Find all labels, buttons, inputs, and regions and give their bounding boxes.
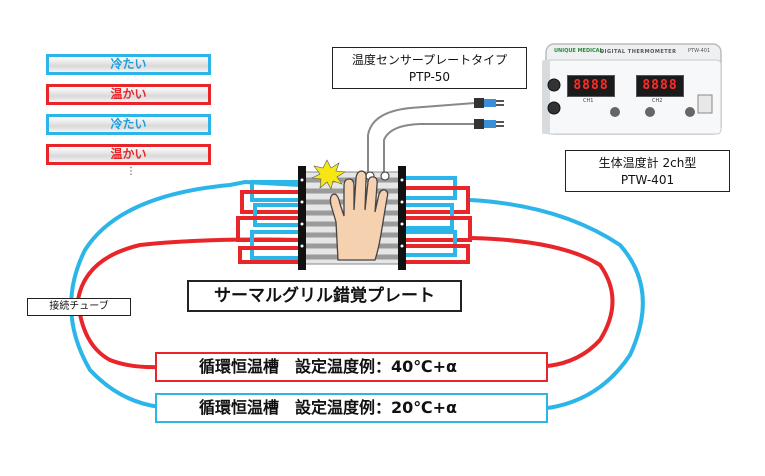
plate-label: サーマルグリル錯覚プレート [187, 280, 462, 312]
warm-tube-loop [75, 237, 301, 370]
device-name: 生体温度計 2ch型 [598, 156, 697, 170]
device-label: 生体温度計 2ch型 PTW-401 [565, 150, 730, 192]
sensor-cable-2 [383, 123, 475, 175]
hand-icon [329, 170, 389, 261]
ch2-label: CH2 [652, 98, 663, 104]
legend-cold-bar: 冷たい [46, 114, 211, 135]
sensor-name: 温度センサープレートタイプ [351, 53, 508, 67]
ch1-display: 8888 [567, 75, 615, 97]
device-brand: UNIQUE MEDICAL [554, 48, 603, 54]
warm-tube-loop-right [469, 236, 615, 368]
sensor-cable-1 [367, 102, 476, 175]
pain-burst-icon [310, 159, 346, 190]
cold-tube-loop [69, 179, 301, 409]
legend-warm-bar: 温かい [46, 84, 211, 105]
ch2-display: 8888 [636, 75, 684, 97]
plug-icon [474, 98, 504, 129]
legend-warm-bar: 温かい [46, 144, 211, 165]
ch1-label: CH1 [583, 98, 594, 104]
warm-bath-label: 循環恒温槽 設定温度例：40℃+α [155, 352, 548, 382]
thermometer-device: UNIQUE MEDICAL DIGITAL THERMOMETER PTW-4… [540, 40, 725, 140]
cold-bath-label: 循環恒温槽 設定温度例：20℃+α [155, 393, 548, 423]
device-model-label: PTW-401 [620, 173, 675, 187]
sensor-label: 温度センサープレートタイプ PTP-50 [332, 47, 527, 89]
sensor-model: PTP-50 [408, 70, 451, 84]
legend-more-ellipsis: ⋮ [126, 166, 136, 177]
legend-cold-bar: 冷たい [46, 54, 211, 75]
device-model: PTW-401 [688, 48, 711, 54]
device-panel-title: DIGITAL THERMOMETER [600, 49, 677, 55]
tube-label: 接続チューブ [27, 298, 131, 316]
cold-tube-loop-right [469, 198, 645, 410]
